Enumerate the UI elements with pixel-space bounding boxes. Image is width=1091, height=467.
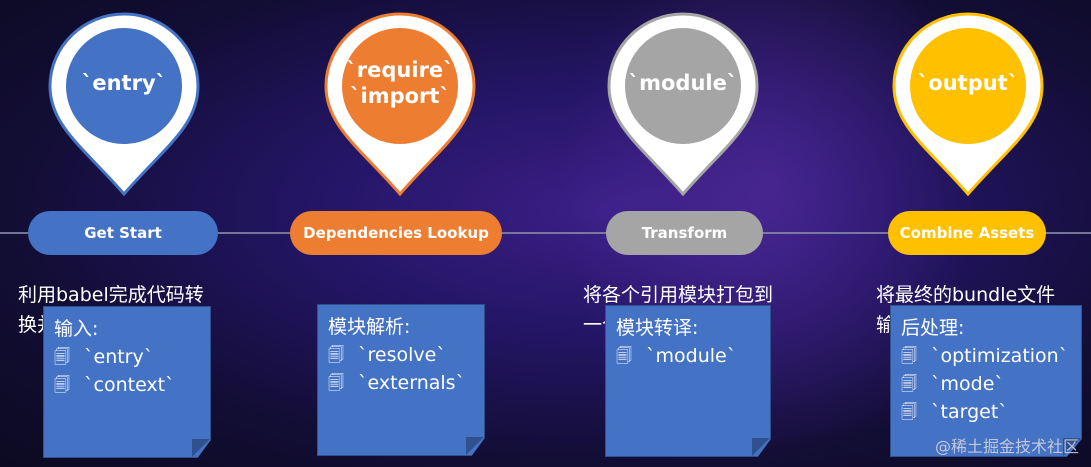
document-link-icon: 🗐 [901, 346, 917, 365]
note-module-transpile: 模块转译: 🗐`module` [605, 305, 771, 457]
pin-shape [892, 12, 1044, 197]
list-item: 🗐`resolve` [328, 341, 474, 369]
list-item: 🗐`module` [616, 342, 760, 370]
note-title: 输入: [54, 318, 99, 340]
pin-module: `module` [603, 8, 763, 200]
step-pill-combine-assets: Combine Assets [888, 211, 1046, 255]
list-item: 🗐`optimization` [901, 342, 1071, 370]
document-link-icon: 🗐 [901, 374, 917, 393]
note-input: 输入: 🗐`entry` 🗐`context` [43, 306, 211, 458]
step-pill-dependencies-lookup: Dependencies Lookup [290, 211, 502, 255]
document-link-icon: 🗐 [328, 345, 344, 364]
document-link-icon: 🗐 [616, 346, 632, 365]
step-pill-get-start: Get Start [28, 211, 218, 255]
pin-shape [324, 12, 476, 197]
note-title: 模块转译: [616, 317, 699, 339]
note-module-resolution: 模块解析: 🗐`resolve` 🗐`externals` [317, 304, 485, 456]
list-item: 🗐`target` [901, 398, 1071, 426]
watermark: @稀土掘金技术社区 [934, 437, 1079, 456]
pin-output: `output` [888, 8, 1048, 200]
list-item: 🗐`mode` [901, 370, 1071, 398]
timeline-line [0, 232, 1091, 234]
document-link-icon: 🗐 [54, 375, 70, 394]
note-fold [192, 439, 210, 457]
note-title: 模块解析: [328, 316, 411, 338]
pin-shape [607, 12, 759, 197]
note-fold [466, 437, 484, 455]
list-item: 🗐`entry` [54, 343, 200, 371]
document-link-icon: 🗐 [328, 373, 344, 392]
note-title: 后处理: [901, 317, 965, 339]
list-item: 🗐`context` [54, 371, 200, 399]
pin-shape [48, 12, 200, 197]
document-link-icon: 🗐 [901, 402, 917, 421]
document-link-icon: 🗐 [54, 347, 70, 366]
pin-require-import: `require` `import` [320, 8, 480, 200]
step-pill-transform: Transform [606, 211, 763, 255]
list-item: 🗐`externals` [328, 369, 474, 397]
note-post-processing: 后处理: 🗐`optimization` 🗐`mode` 🗐`target` [890, 305, 1082, 457]
pin-entry: `entry` [44, 8, 204, 200]
